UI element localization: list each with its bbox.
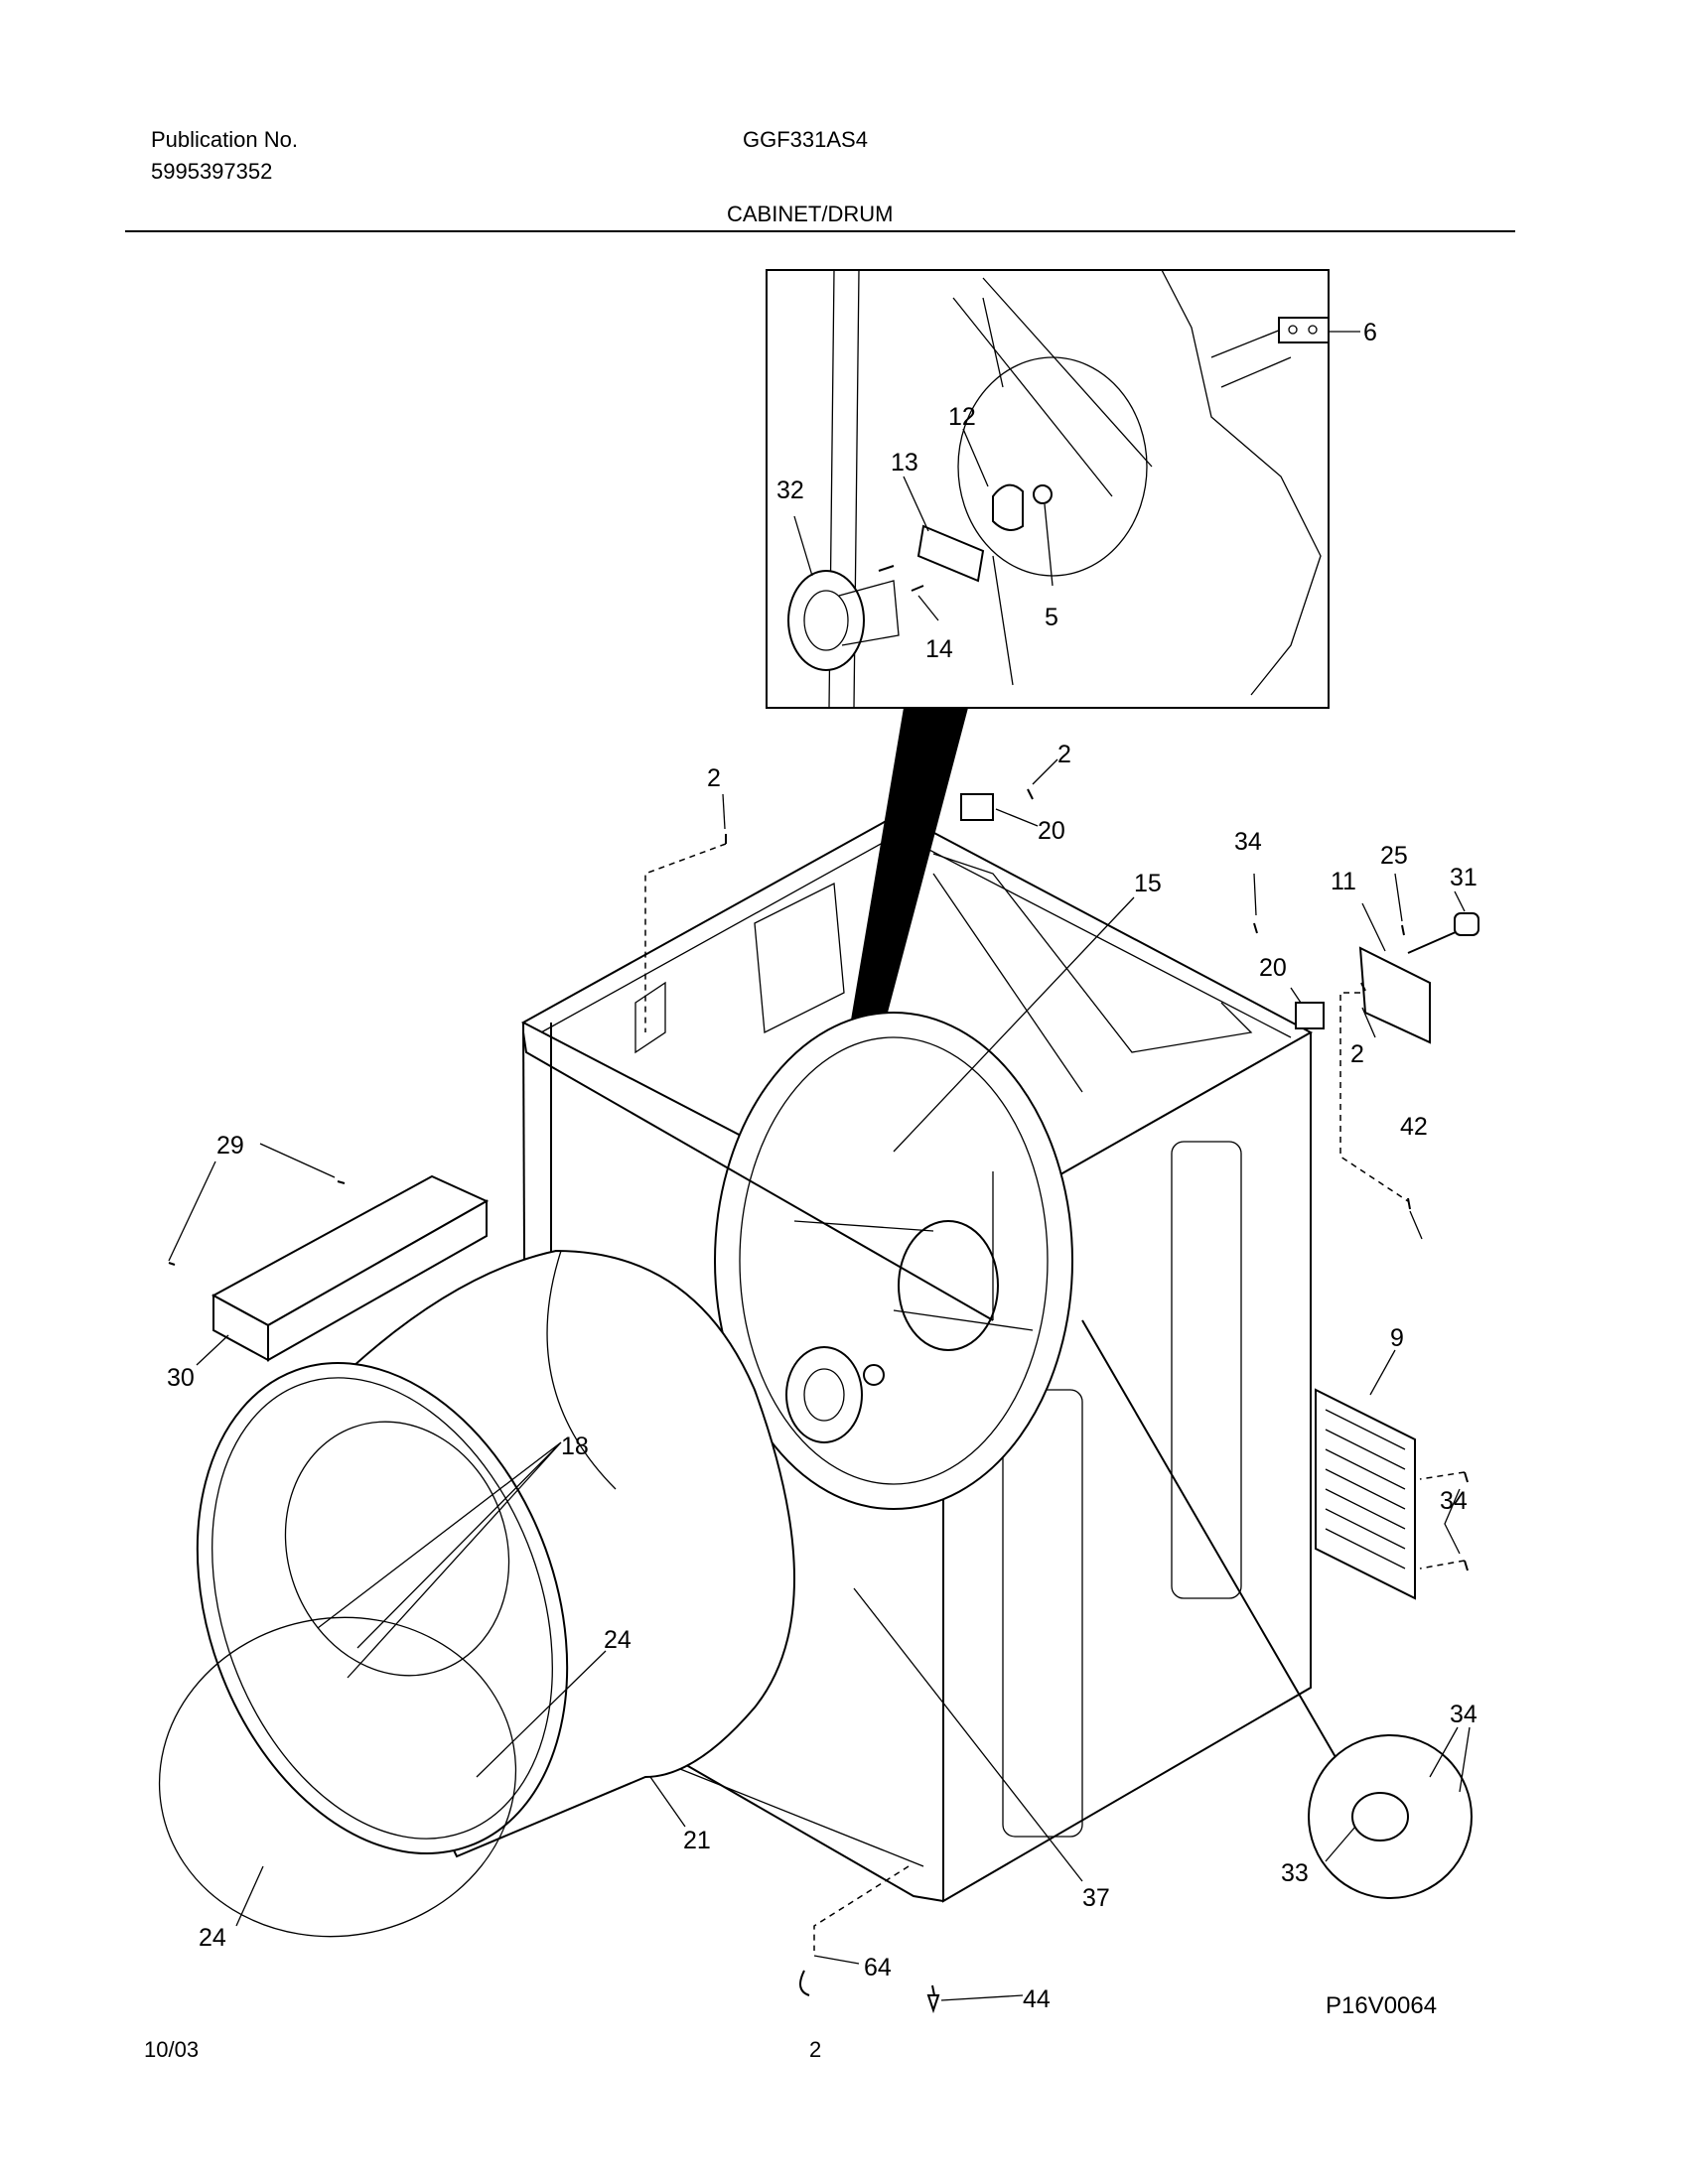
callout-20-top: 20 xyxy=(1038,817,1065,845)
callout-labels: 6 12 13 32 5 14 2 2 20 34 25 31 15 11 20… xyxy=(167,319,1477,2013)
callout-6: 6 xyxy=(1363,319,1377,346)
callout-30: 30 xyxy=(167,1364,195,1392)
footer-page-number: 2 xyxy=(809,2037,822,2062)
callout-33: 33 xyxy=(1281,1859,1309,1887)
callout-15: 15 xyxy=(1134,870,1162,897)
callout-34-thermostat: 34 xyxy=(1450,1701,1477,1728)
part-13-bracket xyxy=(916,524,985,583)
cabinet xyxy=(520,812,1314,1903)
publication-number: 5995397352 xyxy=(151,159,273,184)
callout-13: 13 xyxy=(891,449,918,477)
header-rule xyxy=(125,230,1515,232)
callout-12: 12 xyxy=(948,403,976,431)
callout-24-upper: 24 xyxy=(604,1626,632,1654)
model-number: GGF331AS4 xyxy=(743,127,868,152)
callout-64: 64 xyxy=(864,1954,892,1981)
callout-25: 25 xyxy=(1380,842,1408,870)
callout-20-right: 20 xyxy=(1259,954,1287,982)
part-30-toe-kick xyxy=(211,1174,490,1362)
part-5-ball xyxy=(1033,484,1053,504)
callout-34-top: 34 xyxy=(1234,828,1262,856)
part-44-screw xyxy=(926,1994,940,2014)
publication-label: Publication No. xyxy=(151,127,298,152)
callout-31: 31 xyxy=(1450,864,1477,891)
part-12-clip xyxy=(992,483,1024,531)
figure-code: P16V0064 xyxy=(1326,1992,1437,2019)
part-11-plate xyxy=(1358,946,1431,1044)
part-21-drum xyxy=(158,1249,795,1938)
callout-42: 42 xyxy=(1400,1113,1428,1141)
callout-9: 9 xyxy=(1390,1324,1404,1352)
footer-date: 10/03 xyxy=(144,2037,200,2062)
callout-2-top-left: 2 xyxy=(707,764,721,792)
callout-29: 29 xyxy=(216,1132,244,1160)
callout-2-top-right: 2 xyxy=(1057,741,1071,768)
part-64-clip xyxy=(799,1970,810,1996)
part-20-bracket-right xyxy=(1295,1002,1325,1029)
part-32-bearing xyxy=(787,570,865,671)
callout-44: 44 xyxy=(1023,1985,1051,2013)
callout-34-right: 34 xyxy=(1440,1487,1468,1515)
callout-14: 14 xyxy=(925,635,953,663)
callout-37: 37 xyxy=(1082,1884,1110,1912)
part-9-vent-panel xyxy=(1315,1388,1416,1600)
callout-18: 18 xyxy=(561,1433,589,1460)
part-6-bracket xyxy=(1278,317,1330,343)
callout-21: 21 xyxy=(683,1827,711,1854)
callout-32: 32 xyxy=(776,477,804,504)
callout-11: 11 xyxy=(1331,868,1356,895)
callout-2-right: 2 xyxy=(1350,1040,1364,1068)
callout-24-lower: 24 xyxy=(199,1924,226,1952)
section-title: CABINET/DRUM xyxy=(727,202,894,226)
callout-5: 5 xyxy=(1045,604,1058,631)
part-20-bracket-top xyxy=(960,793,994,821)
thermostat-pointer xyxy=(1081,1319,1336,1758)
